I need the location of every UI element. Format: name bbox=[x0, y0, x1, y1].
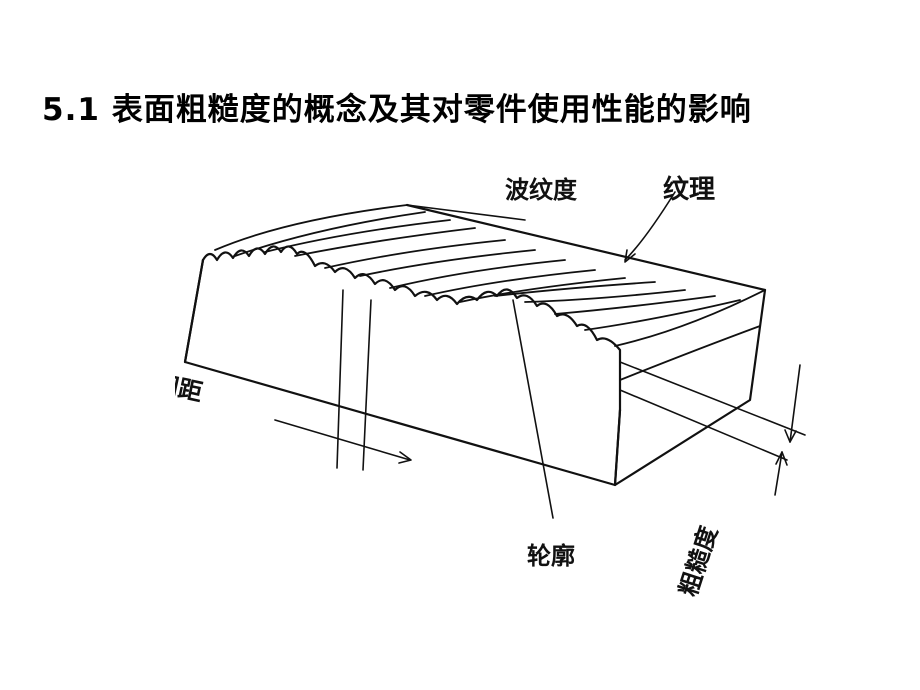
surface-profile bbox=[201, 245, 622, 412]
roughness-arrow-bottom bbox=[774, 451, 783, 496]
lay-striations bbox=[214, 204, 766, 381]
spacing-arrow bbox=[274, 419, 411, 461]
roughness-line-top bbox=[619, 361, 806, 436]
label-profile: 轮廓 bbox=[527, 542, 575, 570]
surface-roughness-diagram: 波纹度 纹理 粗糙度间距 轮廓 粗糙度 bbox=[175, 150, 825, 620]
profile-pointer bbox=[512, 299, 554, 519]
block-front-face bbox=[183, 258, 622, 487]
lay-arrow bbox=[624, 191, 676, 261]
slide-title: 5.1 表面粗糙度的概念及其对零件使用性能的影响 bbox=[42, 92, 752, 128]
label-roughness: 粗糙度 bbox=[674, 522, 723, 600]
block-right-face bbox=[613, 288, 767, 487]
waviness-arrow-line bbox=[406, 204, 526, 221]
spacing-line-1 bbox=[336, 289, 344, 469]
label-waviness: 波纹度 bbox=[505, 176, 578, 204]
roughness-arrow-top bbox=[789, 364, 801, 443]
block-left-edge bbox=[183, 258, 205, 364]
roughness-line-bottom bbox=[619, 389, 788, 461]
block-top-back-edge bbox=[405, 203, 767, 292]
spacing-line-2 bbox=[362, 299, 372, 471]
label-lay: 纹理 bbox=[663, 174, 715, 205]
